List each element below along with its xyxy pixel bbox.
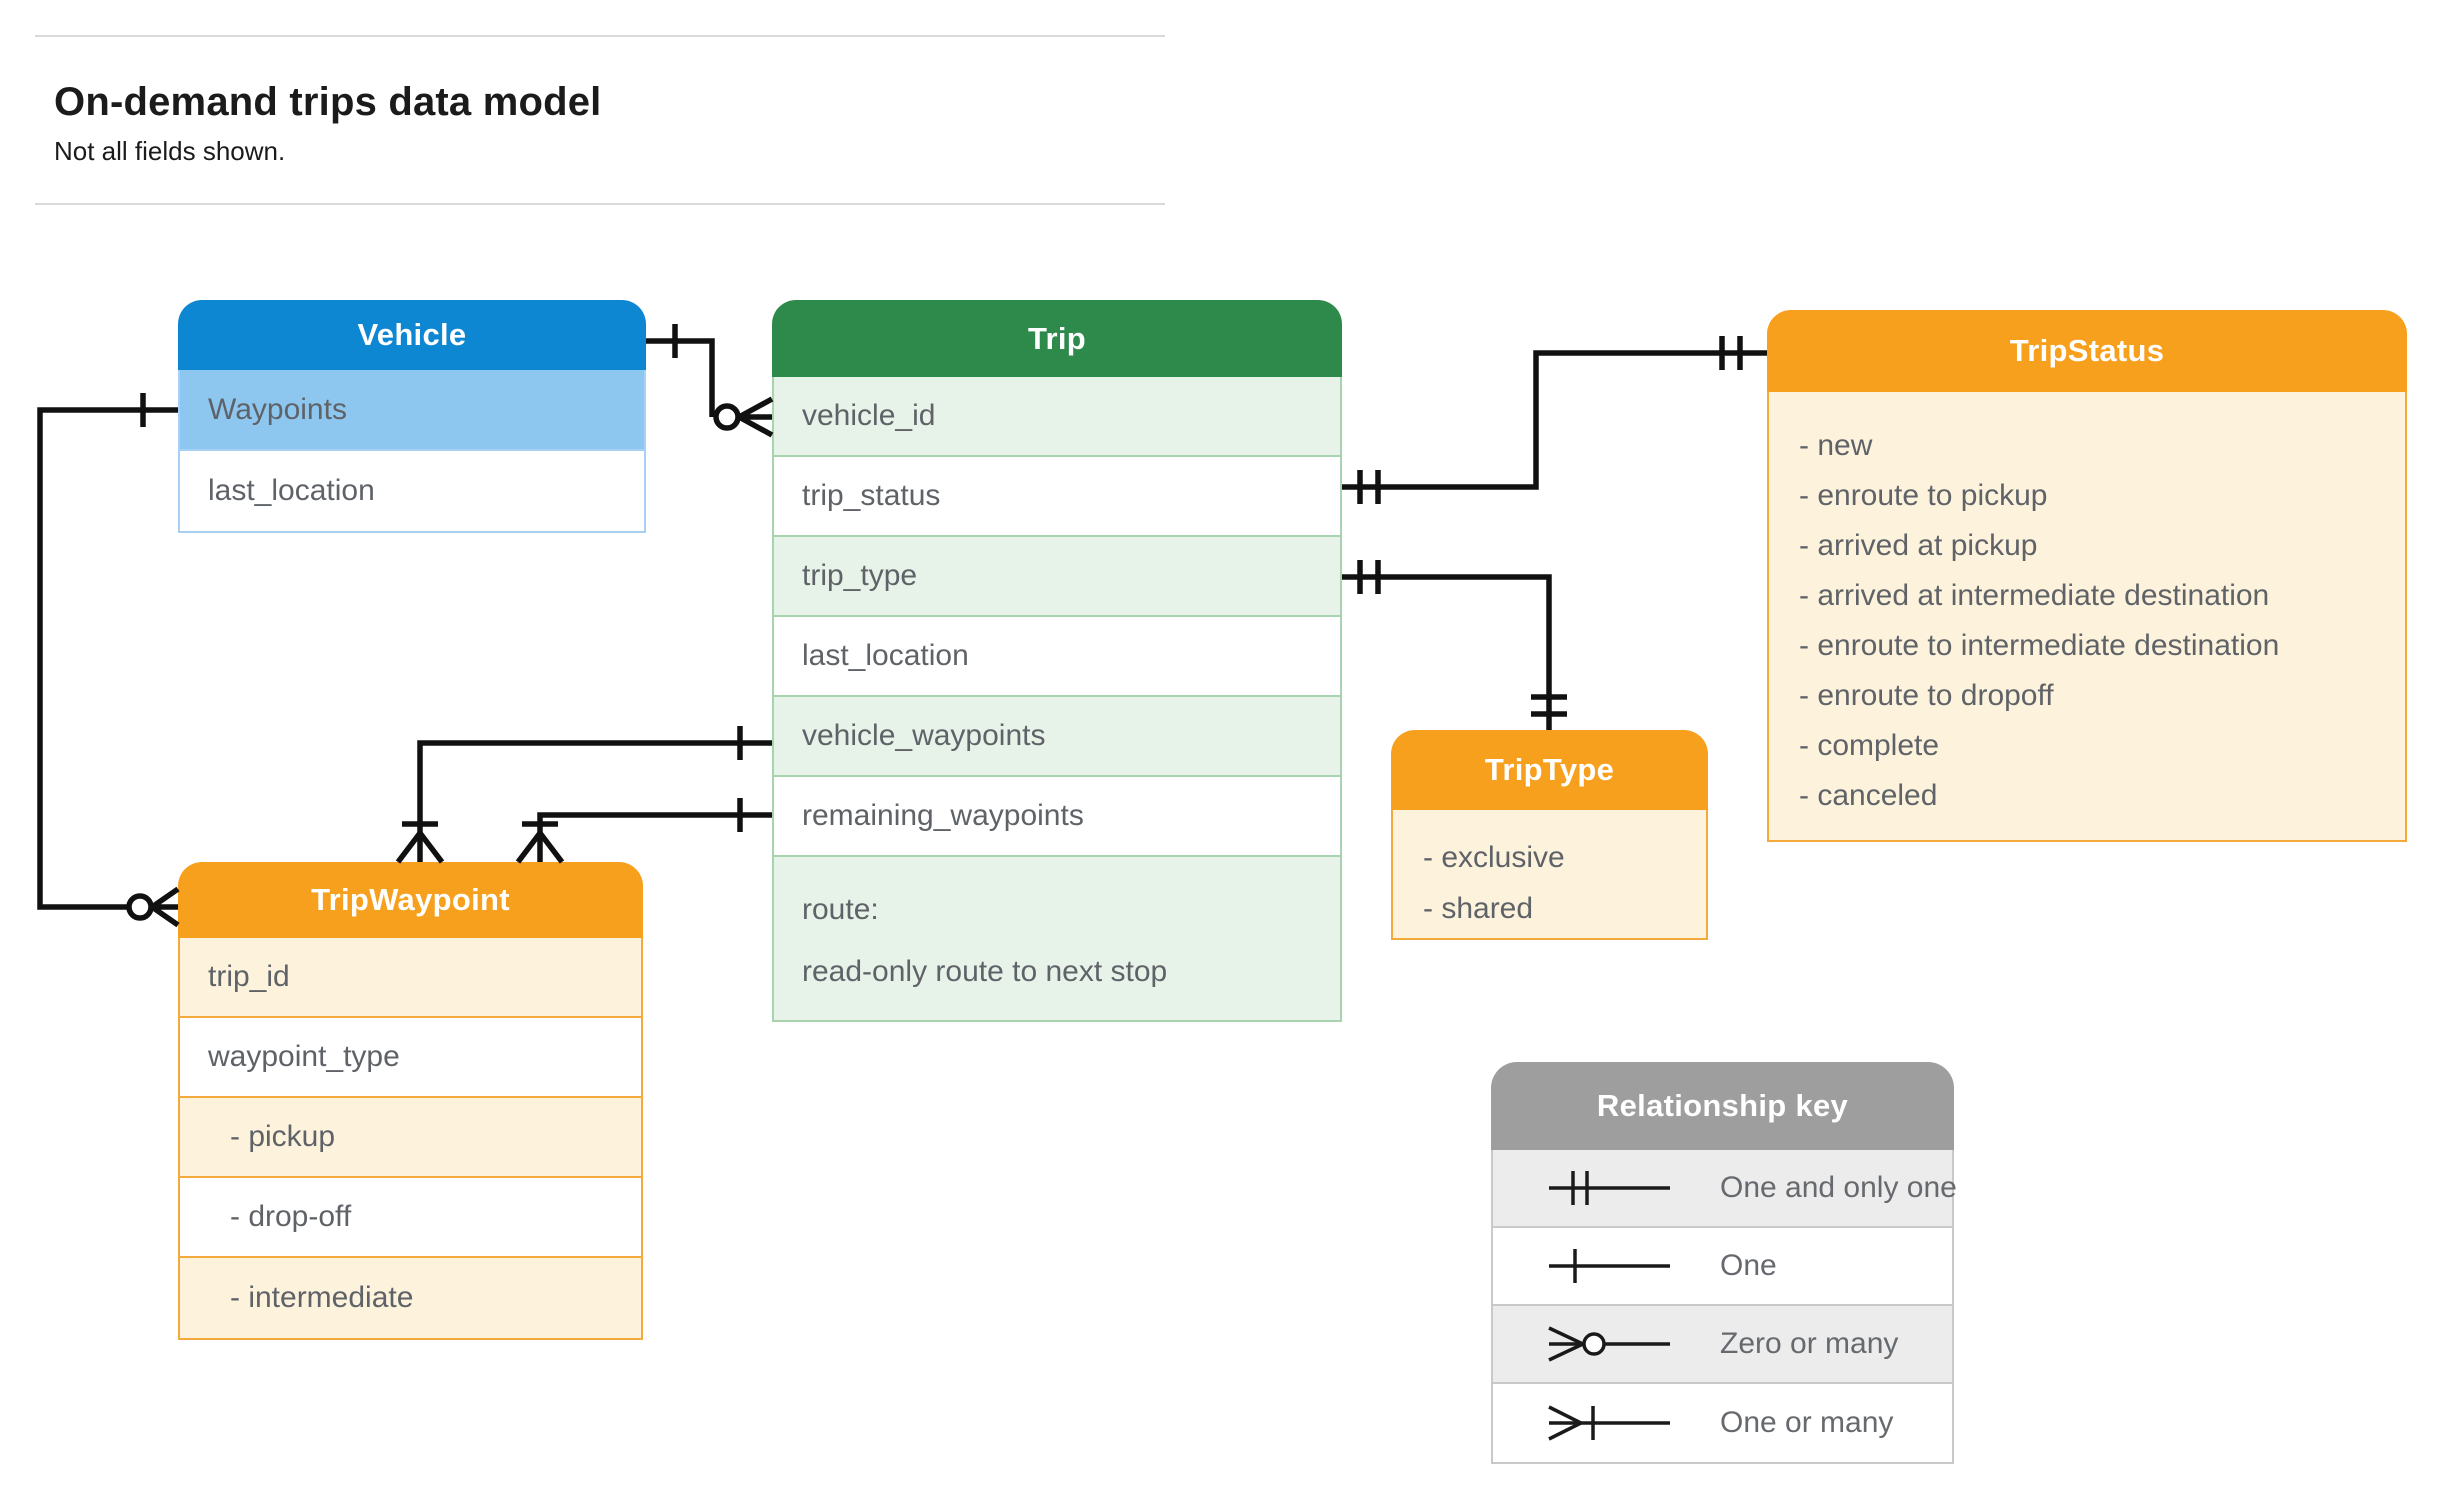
trip-field-remaining-waypoints: remaining_waypoints xyxy=(774,777,1340,857)
tripwaypoint-value-drop-off: - drop-off xyxy=(180,1178,641,1258)
entity-triptype-header: TripType xyxy=(1391,730,1708,810)
triptype-value-shared: - shared xyxy=(1423,892,1534,925)
legend-row-zero-or-many: Zero or many xyxy=(1493,1306,1952,1384)
title-divider xyxy=(35,203,1165,205)
entity-tripwaypoint: TripWaypoint trip_id waypoint_type - pic… xyxy=(178,862,643,1340)
connector-tripstatus xyxy=(1342,336,1767,504)
vehicle-field-last-location: last_location xyxy=(208,474,375,507)
tripstatus-value-enroute-pickup: - enroute to pickup xyxy=(1799,479,2048,512)
entity-tripstatus: TripStatus - new - enroute to pickup - a… xyxy=(1767,310,2407,842)
trip-field-route: route: read-only route to next stop xyxy=(774,857,1340,1020)
trip-field-trip-type: trip_type xyxy=(774,537,1340,617)
relationship-key: Relationship key One and only one One Ze… xyxy=(1491,1062,1957,1464)
connector-remaining-waypoints xyxy=(515,798,772,864)
zero-or-many-icon xyxy=(1548,1326,1670,1362)
connector-vehicle-waypoints xyxy=(395,726,772,864)
entity-vehicle-header: Vehicle xyxy=(178,300,646,370)
legend-row-one: One xyxy=(1493,1228,1952,1306)
tripstatus-value-arrived-pickup: - arrived at pickup xyxy=(1799,529,2038,562)
triptype-value-exclusive: - exclusive xyxy=(1423,841,1565,874)
tripstatus-value-arrived-intermediate: - arrived at intermediate destination xyxy=(1799,579,2270,612)
entity-vehicle: Vehicle Waypoints last_location xyxy=(178,300,646,533)
connector-vehicle-to-trip xyxy=(646,324,774,438)
one-or-many-icon xyxy=(1548,1405,1670,1441)
page-subtitle: Not all fields shown. xyxy=(54,136,286,166)
top-divider xyxy=(35,35,1165,37)
trip-field-vehicle-waypoints: vehicle_waypoints xyxy=(774,697,1340,777)
tripstatus-value-enroute-intermediate: - enroute to intermediate destination xyxy=(1799,629,2280,662)
tripwaypoint-field-trip-id: trip_id xyxy=(180,938,641,1018)
trip-field-vehicle-id: vehicle_id xyxy=(774,377,1340,457)
trip-field-trip-status: trip_status xyxy=(774,457,1340,537)
connector-triptype xyxy=(1342,560,1567,730)
one-icon xyxy=(1549,1249,1670,1283)
tripstatus-value-enroute-dropoff: - enroute to dropoff xyxy=(1799,679,2054,712)
tripstatus-value-complete: - complete xyxy=(1799,729,1940,762)
trip-field-last-location: last_location xyxy=(774,617,1340,697)
legend-label: One and only one xyxy=(1720,1171,1957,1204)
connector-waypoints-to-tripwaypoint xyxy=(37,393,180,928)
legend-label: One xyxy=(1720,1249,1777,1282)
vehicle-field-waypoints: Waypoints xyxy=(180,370,644,451)
entity-trip: Trip vehicle_id trip_status trip_type la… xyxy=(772,300,1342,1022)
entity-trip-header: Trip xyxy=(772,300,1342,377)
entity-triptype: TripType - exclusive - shared xyxy=(1391,730,1708,940)
tripwaypoint-field-waypoint-type: waypoint_type xyxy=(180,1018,641,1098)
entity-tripwaypoint-header: TripWaypoint xyxy=(178,862,643,938)
relationship-key-header: Relationship key xyxy=(1491,1062,1954,1150)
tripwaypoint-value-pickup: - pickup xyxy=(180,1098,641,1178)
legend-label: Zero or many xyxy=(1720,1327,1899,1360)
page-title: On-demand trips data model xyxy=(54,80,602,124)
trip-route-description: read-only route to next stop xyxy=(802,955,1168,988)
tripwaypoint-value-intermediate: - intermediate xyxy=(180,1258,641,1338)
tripstatus-value-canceled: - canceled xyxy=(1799,779,1938,812)
legend-label: One or many xyxy=(1720,1406,1894,1439)
one-and-only-one-icon xyxy=(1549,1171,1670,1205)
trip-route-label: route: xyxy=(802,893,879,926)
tripstatus-value-new: - new xyxy=(1799,429,1873,462)
legend-row-one-or-many: One or many xyxy=(1493,1384,1952,1462)
entity-tripstatus-header: TripStatus xyxy=(1767,310,2407,392)
legend-row-one-and-only-one: One and only one xyxy=(1493,1150,1957,1228)
